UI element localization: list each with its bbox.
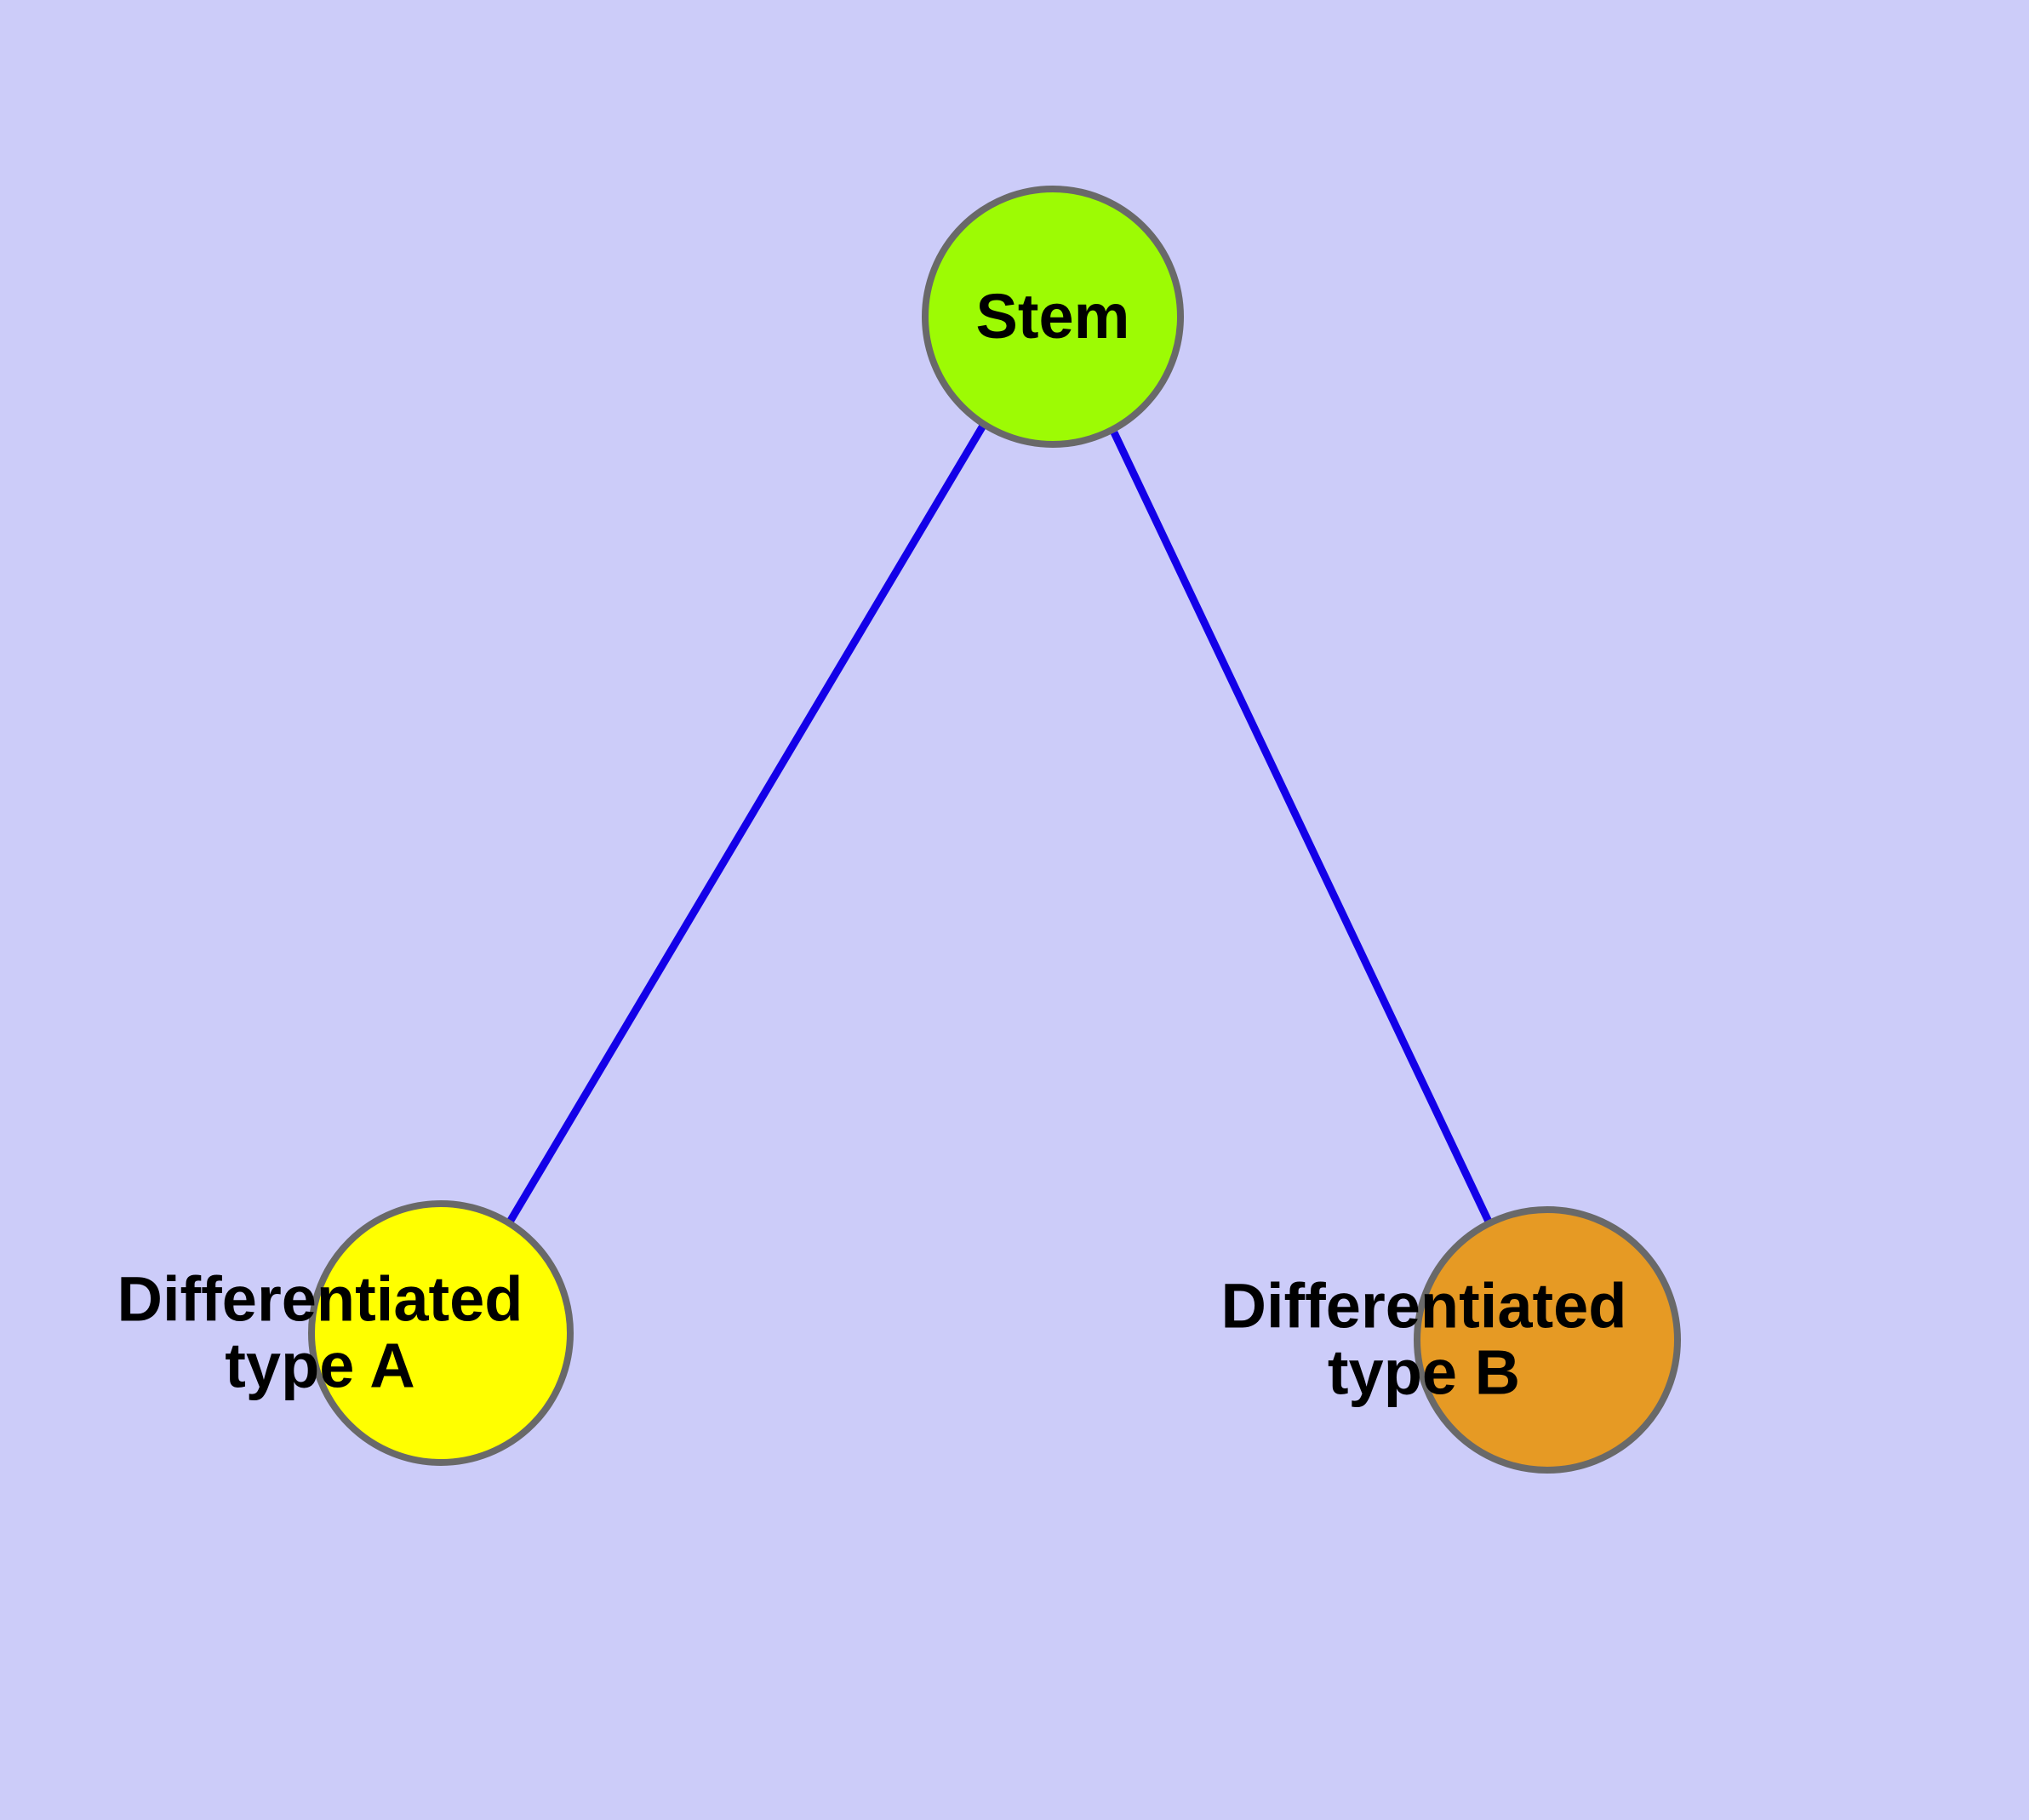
node-layer bbox=[308, 186, 1681, 1474]
node-differentiated-type-b[interactable] bbox=[1414, 1206, 1681, 1474]
edge-layer bbox=[506, 423, 1494, 1226]
edge-stem-to-differentiated-type-b[interactable] bbox=[1110, 431, 1494, 1225]
node-differentiated-type-a[interactable] bbox=[308, 1200, 574, 1466]
node-stem[interactable] bbox=[922, 186, 1184, 448]
edge-stem-to-differentiated-type-a[interactable] bbox=[506, 423, 986, 1226]
